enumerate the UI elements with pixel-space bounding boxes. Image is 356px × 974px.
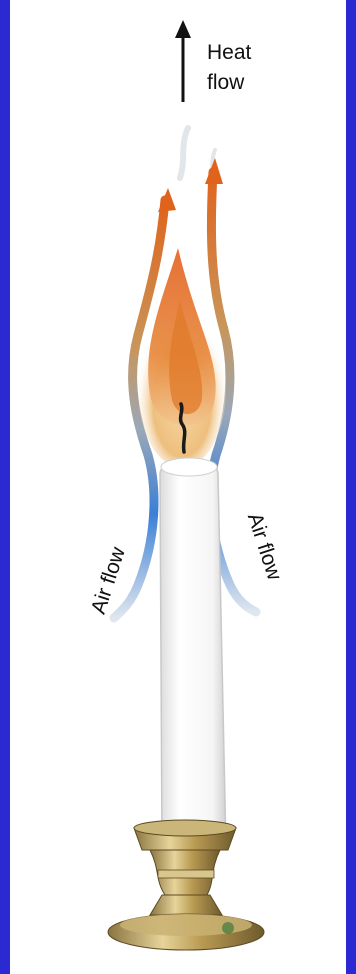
heat-flow-label-line2: flow: [207, 70, 244, 95]
diagram-canvas: Heat flow Air flow Air flow: [10, 0, 346, 974]
candle-holder-icon: [108, 820, 264, 950]
heat-flow-arrow: [175, 20, 191, 102]
heat-flow-label-line1: Heat: [207, 40, 251, 65]
right-flame-arrowhead: [205, 158, 223, 184]
candle-diagram: [10, 0, 346, 974]
candle: [160, 458, 226, 848]
